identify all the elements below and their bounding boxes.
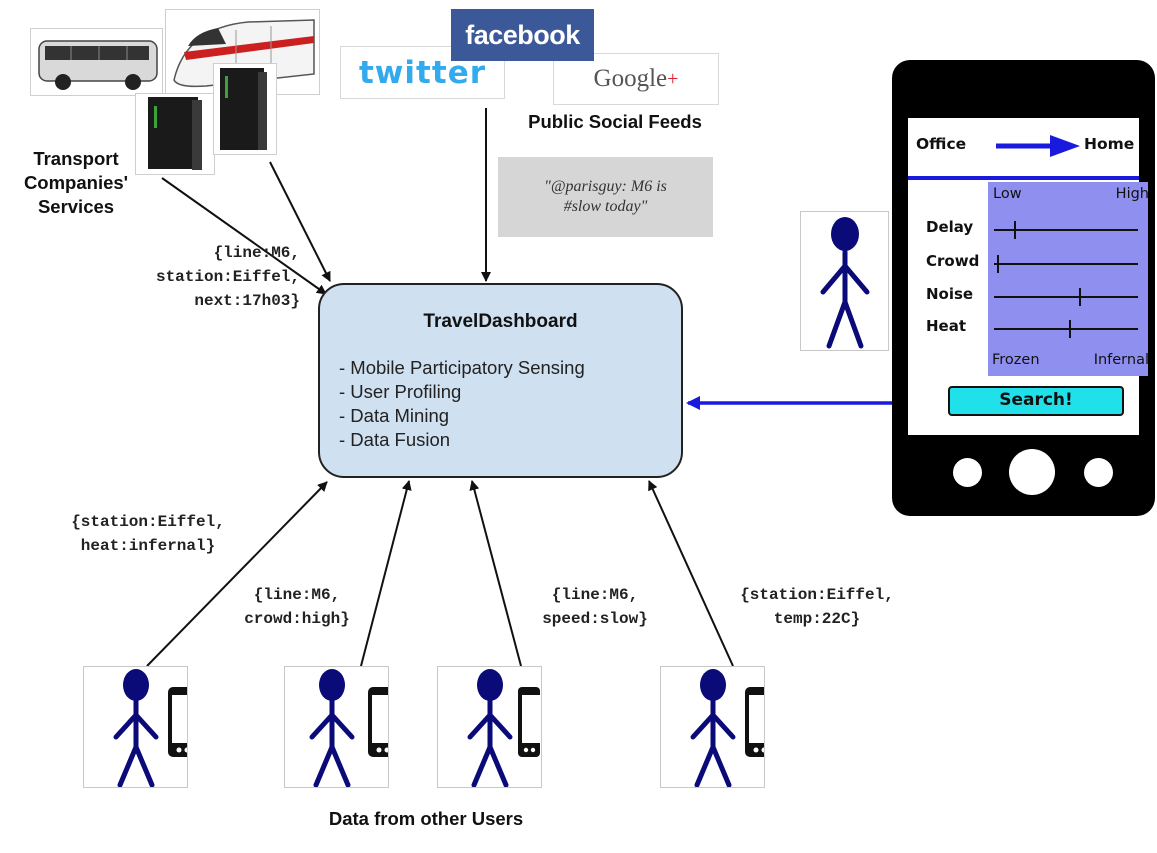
slider-track[interactable] — [994, 328, 1138, 330]
route-from: Office — [916, 135, 967, 153]
phone-user-figure — [800, 211, 889, 351]
google-plus-logo: Google+ — [553, 53, 719, 105]
slider-track[interactable] — [994, 296, 1138, 298]
search-button[interactable]: Search! — [948, 386, 1124, 416]
scale-bottom-high: Infernal — [1093, 352, 1149, 368]
travel-dashboard-box: TravelDashboard - Mobile Participatory S… — [318, 283, 683, 478]
smartphone: Office Home Low High Frozen Infernal Del… — [892, 60, 1155, 516]
dashboard-title: TravelDashboard — [423, 311, 578, 332]
dashboard-feature: - Data Fusion — [339, 429, 451, 450]
route-divider — [908, 176, 1139, 180]
server-image-2 — [213, 63, 277, 155]
user-message-1: {station:Eiffel, heat:infernal} — [71, 513, 225, 555]
twitter-logo: twitter — [340, 46, 505, 99]
bus-image — [30, 28, 163, 96]
user-with-phone-2 — [284, 666, 406, 788]
arrow-user-1 — [146, 481, 328, 667]
scale-top-high: High — [1115, 186, 1149, 202]
transport-message: {line:M6, station:Eiffel, next:17h03} — [155, 244, 300, 310]
arrow-transport-1 — [161, 177, 327, 295]
arrow-user-2 — [360, 480, 412, 667]
dashboard-feature: - Data Mining — [339, 405, 450, 426]
user-with-phone-4 — [660, 666, 785, 788]
slider-track[interactable] — [994, 229, 1138, 231]
social-feeds-label: Public Social Feeds — [528, 111, 702, 132]
transport-services-label: Transport Companies' Services — [23, 148, 129, 217]
user-with-phone-1 — [83, 666, 208, 788]
arrow-right-icon — [996, 135, 1080, 157]
user-with-phone-icon — [467, 669, 540, 788]
phone-screen: Office Home Low High Frozen Infernal Del… — [908, 118, 1149, 435]
phone-home-button[interactable] — [1009, 449, 1055, 495]
route-header: Office Home — [908, 118, 1139, 176]
user-message-4: {station:Eiffel, temp:22C} — [740, 586, 894, 628]
dashboard-feature-list: - Mobile Participatory Sensing - User Pr… — [339, 356, 585, 452]
arrow-user-4 — [648, 480, 734, 667]
slider-track[interactable] — [994, 263, 1138, 265]
user-with-phone-icon — [113, 669, 208, 788]
slider-label: Heat — [926, 317, 967, 335]
scale-top-low: Low — [993, 186, 1022, 202]
train-image — [165, 9, 320, 95]
user-with-phone-icon — [309, 669, 406, 788]
other-users-label: Data from other Users — [328, 808, 524, 829]
tweet-card: "@parisguy: M6 is #slow today" — [498, 157, 713, 237]
slider-thumb[interactable] — [1068, 320, 1071, 338]
person-icon — [820, 217, 870, 349]
phone-menu-button[interactable] — [1084, 458, 1113, 487]
tweet-line-2: #slow today" — [563, 198, 648, 215]
user-message-3: {line:M6, speed:slow} — [542, 586, 648, 628]
dashboard-feature: - Mobile Participatory Sensing — [339, 357, 585, 378]
user-message-2: {line:M6, crowd:high} — [244, 586, 350, 628]
tweet-line-1: "@parisguy: M6 is — [544, 178, 667, 195]
arrow-transport-2 — [269, 161, 331, 282]
user-with-phone-3 — [437, 666, 542, 788]
slider-label: Noise — [926, 285, 974, 303]
dashboard-feature: - User Profiling — [339, 381, 462, 402]
slider-thumb[interactable] — [996, 255, 999, 273]
slider-label: Delay — [926, 218, 974, 236]
phone-back-button[interactable] — [953, 458, 982, 487]
user-with-phone-icon — [690, 669, 785, 788]
slider-thumb[interactable] — [1078, 288, 1081, 306]
slider-thumb[interactable] — [1014, 221, 1017, 239]
slider-label: Crowd — [926, 252, 980, 270]
scale-bottom-low: Frozen — [992, 352, 1040, 368]
route-to: Home — [1084, 135, 1135, 153]
facebook-logo: facebook — [451, 9, 594, 61]
arrow-user-3 — [469, 480, 522, 667]
preferences-panel: Low High Frozen Infernal — [988, 182, 1149, 376]
